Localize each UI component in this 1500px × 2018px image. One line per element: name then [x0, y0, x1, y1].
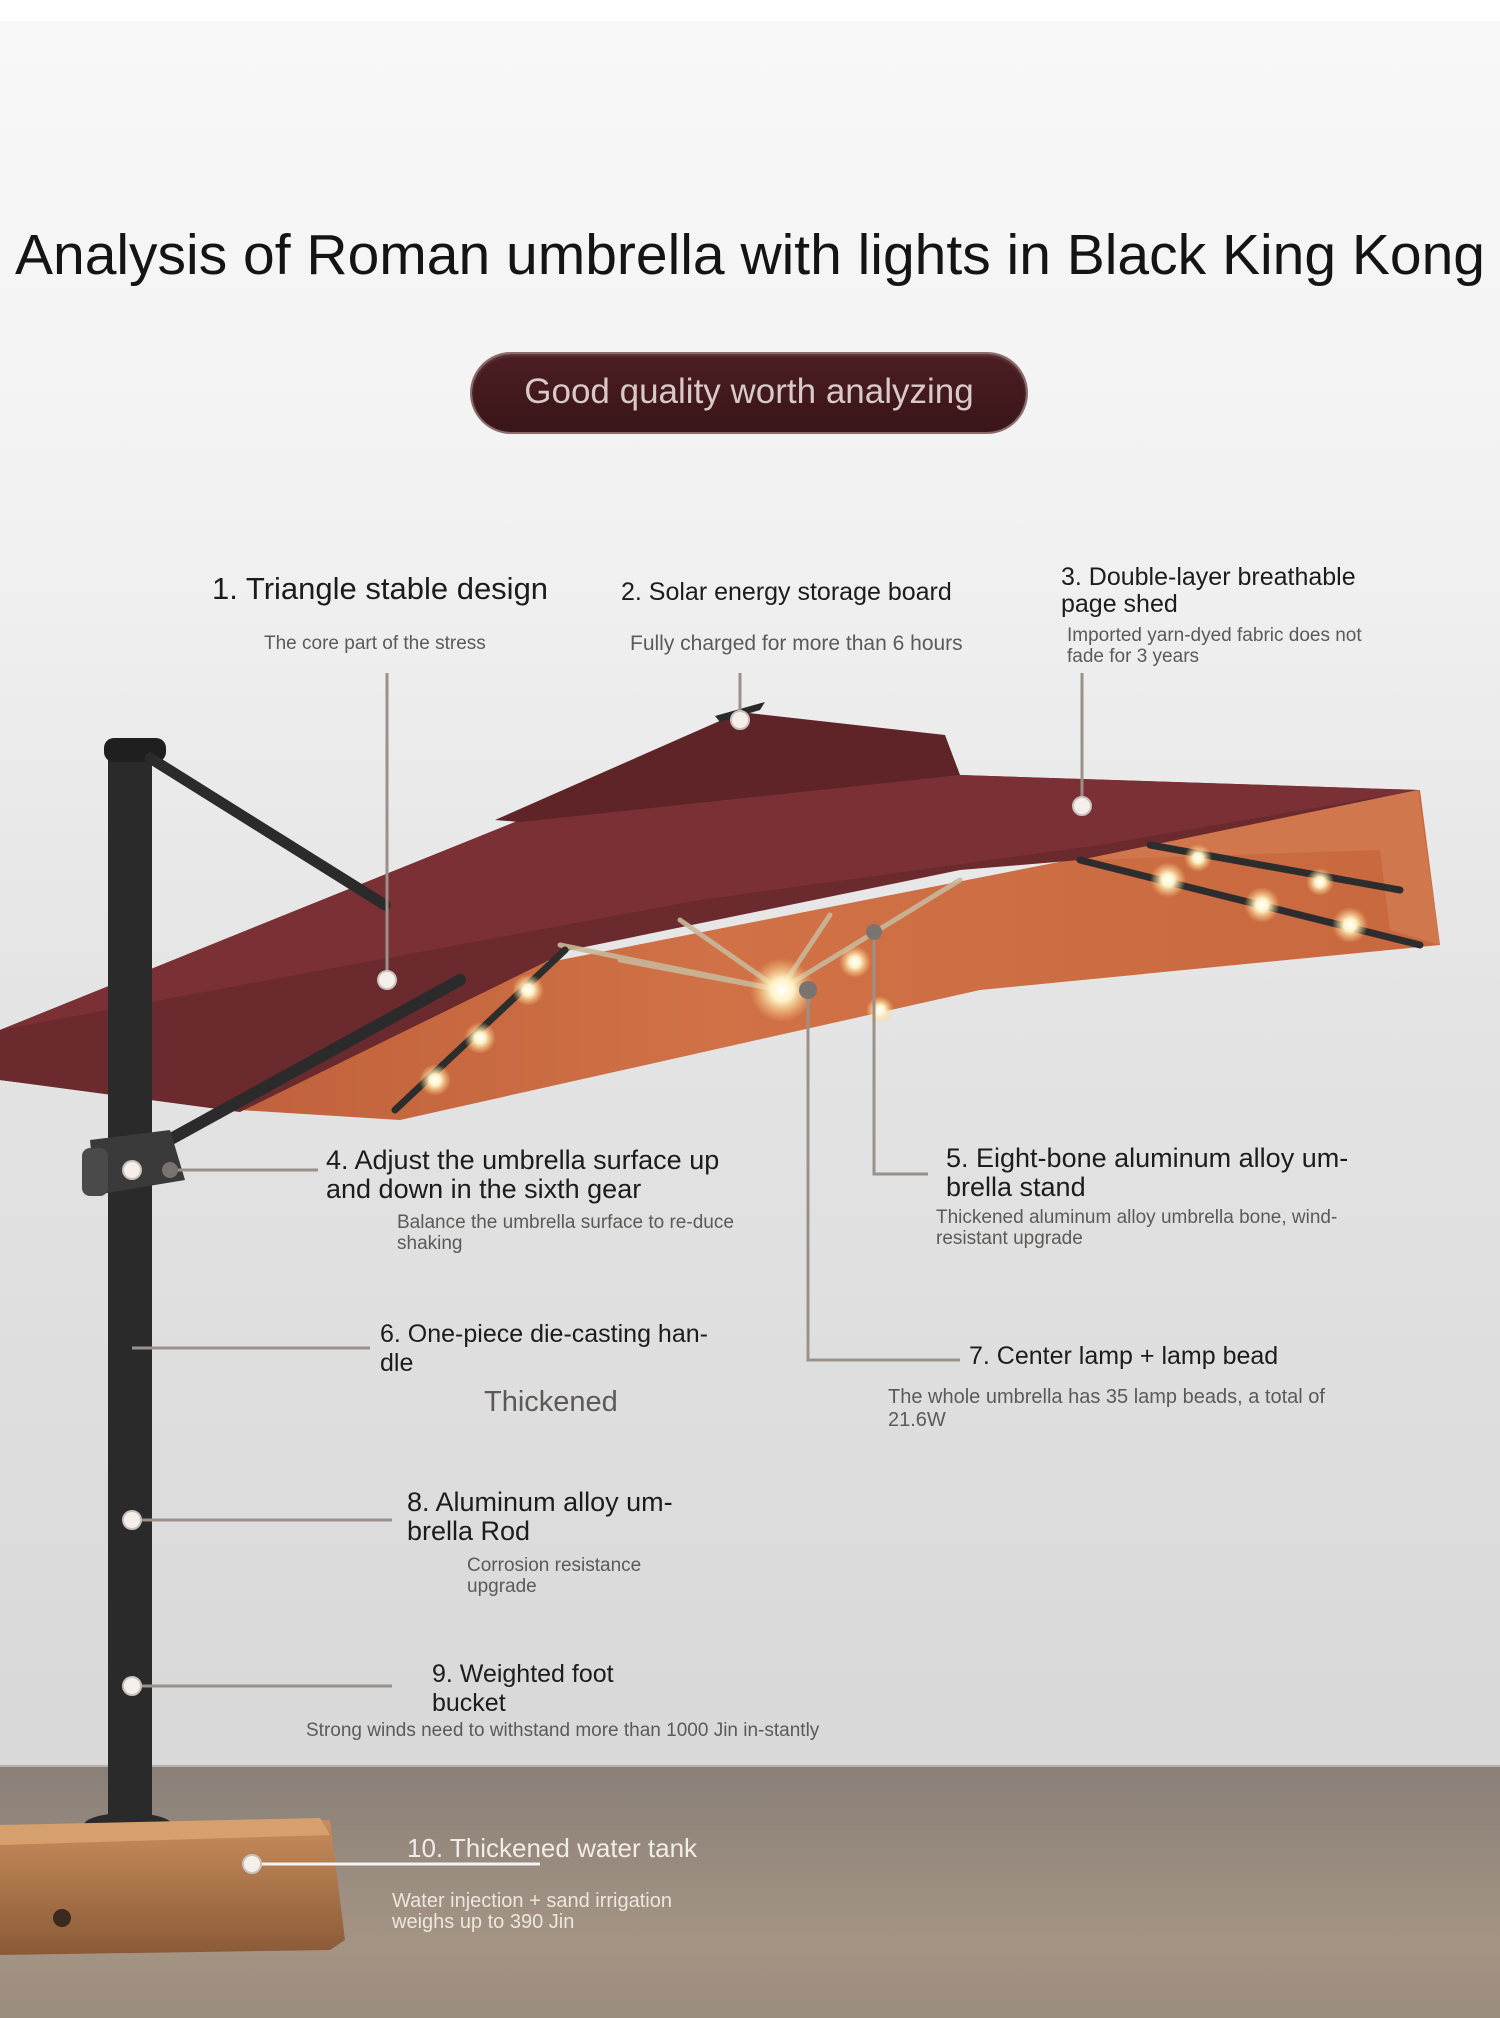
feature-4-label: 4. Adjust the umbrella surface up and do… [326, 1145, 720, 1204]
feature-8-desc: Corrosion resistance upgrade [467, 1555, 642, 1597]
feature-3-label: 3. Double-layer breathable page shed [1061, 563, 1356, 618]
marker-dots [122, 710, 1092, 1874]
leader-lines [132, 673, 1084, 1688]
main-pole [108, 745, 152, 1835]
water-tank [0, 1820, 345, 1955]
lamp-beads [419, 844, 1368, 1096]
feature-1-desc: The core part of the stress [264, 633, 486, 654]
feature-10-label: 10. Thickened water tank [407, 1833, 698, 1863]
triangle-arm [144, 752, 391, 911]
feature-8-label: 8. Aluminum alloy um-brella Rod [407, 1487, 673, 1546]
quality-badge: Good quality worth analyzing [472, 354, 1026, 432]
center-lamp [750, 958, 814, 1022]
feature-9-desc: Strong winds need to withstand more than… [306, 1720, 820, 1741]
feature-6-desc: Thickened [484, 1386, 618, 1418]
feature-7-label: 7. Center lamp + lamp bead [969, 1342, 1279, 1370]
feature-1-label: 1. Triangle stable design [212, 571, 549, 606]
page-title: Analysis of Roman umbrella with lights i… [14, 223, 1486, 287]
feature-10-desc: Water injection + sand irrigation weighs… [392, 1890, 672, 1933]
feature-5-label: 5. Eight-bone aluminum alloy um-brella s… [946, 1143, 1349, 1202]
feature-7-desc: The whole umbrella has 35 lamp beads, a … [888, 1386, 1325, 1431]
feature-5-desc: Thickened aluminum alloy umbrella bone, … [936, 1207, 1338, 1249]
feature-2-desc: Fully charged for more than 6 hours [630, 632, 963, 655]
feature-2-label: 2. Solar energy storage board [621, 578, 952, 606]
feature-4-desc: Balance the umbrella surface to re-duce … [397, 1212, 734, 1254]
feature-9-label: 9. Weighted foot bucket [432, 1660, 614, 1717]
canopy-vent [495, 712, 960, 822]
feature-3-desc: Imported yarn-dyed fabric does not fade … [1067, 625, 1362, 667]
feature-6-label: 6. One-piece die-casting han-dle [380, 1320, 708, 1377]
